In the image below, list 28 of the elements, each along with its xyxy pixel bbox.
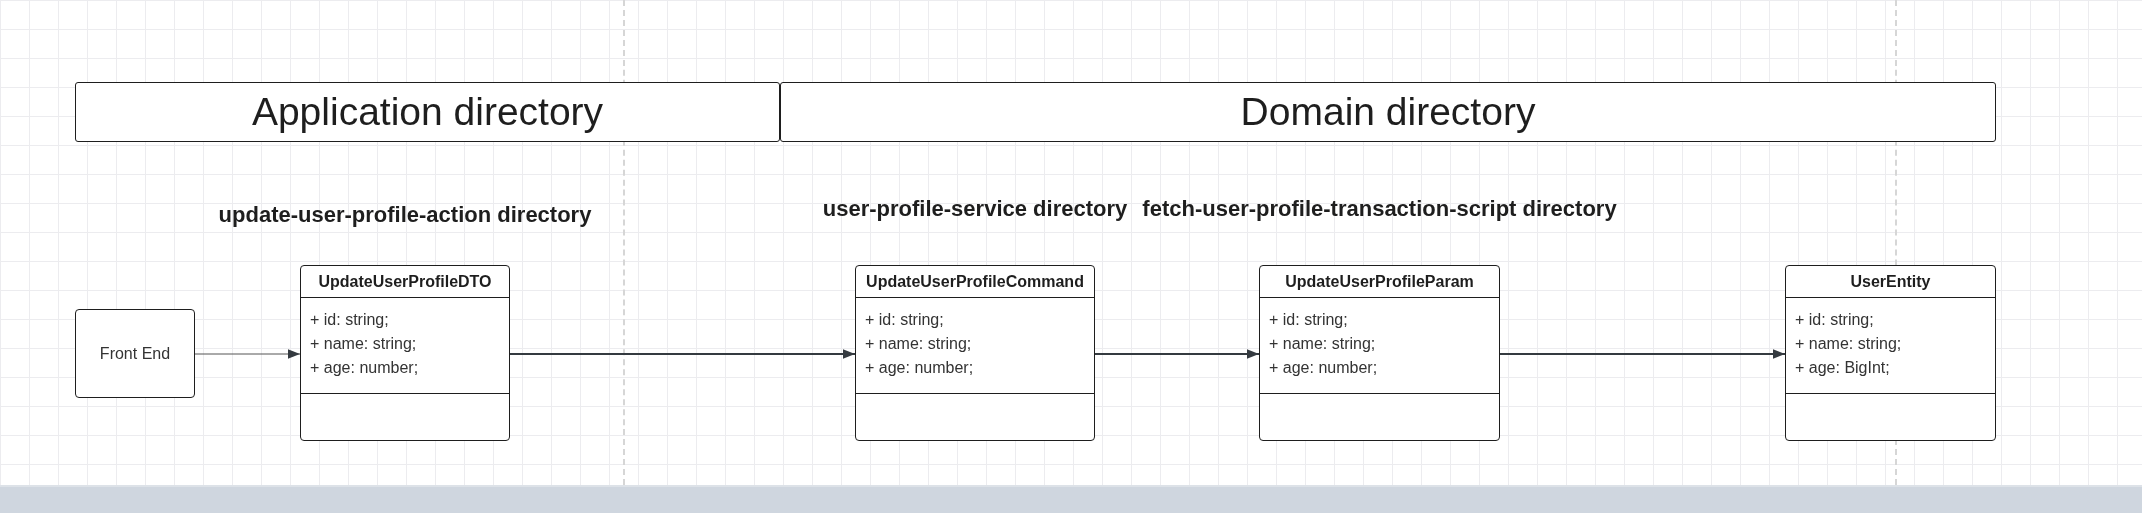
band-title: Application directory	[251, 90, 604, 134]
arrow	[1094, 349, 1260, 359]
class-name: UpdateUserProfileParam	[1285, 272, 1474, 291]
process-box	[75, 309, 195, 398]
arrow	[1499, 349, 1786, 359]
class-attribute: + name: string;	[310, 334, 418, 353]
box-label: Front End	[99, 344, 171, 363]
class-name: UpdateUserProfileCommand	[866, 272, 1084, 291]
class-name: UpdateUserProfileDTO	[318, 272, 492, 291]
band-title: Domain directory	[1240, 90, 1536, 134]
class-attribute: + age: number;	[1269, 358, 1379, 377]
class-box	[1785, 265, 1996, 441]
class-attribute: + name: string;	[865, 334, 973, 353]
class-attribute: + id: string;	[1795, 310, 1875, 329]
class-attribute: + name: string;	[1795, 334, 1903, 353]
class-attribute: + age: BigInt;	[1795, 358, 1891, 377]
class-attribute: + age: number;	[865, 358, 975, 377]
arrow	[194, 349, 301, 359]
class-attribute: + id: string;	[865, 310, 945, 329]
class-attribute: + id: string;	[1269, 310, 1349, 329]
class-attribute: + age: number;	[310, 358, 420, 377]
directory-heading: update-user-profile-action directory	[217, 201, 593, 229]
class-name: UserEntity	[1850, 272, 1931, 291]
class-attribute: + id: string;	[310, 310, 390, 329]
class-attribute: + name: string;	[1269, 334, 1377, 353]
directory-band	[780, 82, 1996, 142]
directory-band	[75, 82, 780, 142]
arrow	[509, 349, 856, 359]
